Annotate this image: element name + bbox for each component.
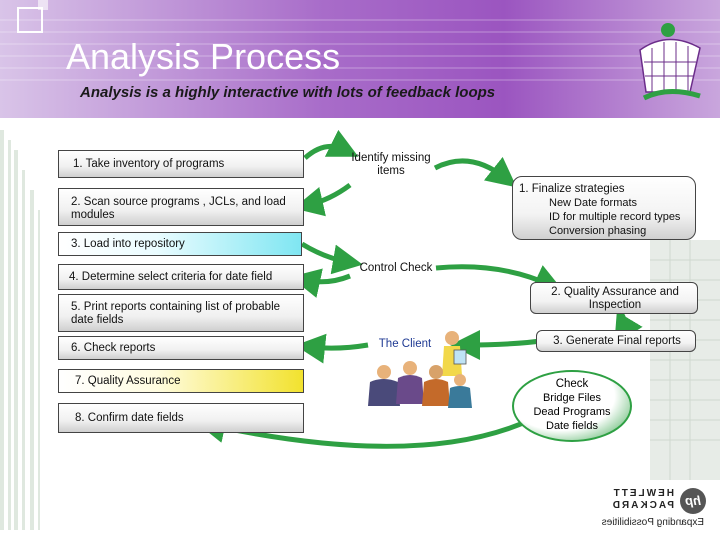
client-people-icon — [368, 331, 472, 408]
arrow-qa-to-finalreports — [614, 310, 643, 345]
finalize-item: Conversion phasing — [549, 225, 647, 237]
control-check-label: Control Check — [359, 262, 433, 274]
arrow-repository-to-control — [300, 241, 363, 275]
hp-tagline: Expanding Possibilities — [601, 517, 704, 528]
finalize-title: 1. Finalize strategies — [519, 183, 625, 195]
step-label: 1. Take inventory of programs — [73, 158, 225, 170]
globe-grid-icon — [639, 23, 701, 101]
arrow-check-loop-to-confirm — [195, 413, 532, 449]
step-label: 2. Scan source programs , JCLs, and load… — [71, 196, 286, 221]
step-quality-assurance[interactable]: 7. Quality Assurance — [58, 369, 304, 393]
step-label: 4. Determine select criteria for date fi… — [69, 271, 273, 283]
arrow-control-to-criteria — [290, 268, 351, 298]
arrow-identify-to-scan — [293, 182, 352, 217]
client-label: The Client — [378, 338, 432, 350]
corner-square-icon — [17, 7, 43, 33]
quality-assurance-inspection-box[interactable]: 2. Quality Assurance and Inspection — [530, 282, 698, 314]
arrow-inventory-to-identify — [303, 129, 359, 160]
hp-mark-icon: hp — [680, 488, 706, 514]
page-subtitle: Analysis is a highly interactive with lo… — [80, 84, 496, 101]
header-banner — [0, 0, 720, 118]
finalize-item: New Date formats — [549, 197, 638, 209]
step-select-criteria[interactable]: 4. Determine select criteria for date fi… — [58, 264, 304, 290]
step-label: 7. Quality Assurance — [75, 375, 181, 387]
identify-missing-items: Identify missing items — [351, 152, 431, 177]
step-confirm-date-fields[interactable]: 8. Confirm date fields — [58, 403, 304, 433]
step-scan-source[interactable]: 2. Scan source programs , JCLs, and load… — [58, 188, 304, 226]
final-reports-box[interactable]: 3. Generate Final reports — [536, 330, 696, 352]
arrow-control-to-qa — [435, 264, 564, 293]
final-reports-label: 3. Generate Final reports — [553, 335, 681, 347]
step-label: 3. Load into repository — [71, 238, 185, 250]
page-title: Analysis Process — [66, 36, 341, 77]
step-label: 5. Print reports containing list of prob… — [71, 301, 281, 326]
check-item: Bridge Files — [542, 392, 602, 404]
hp-logo: hp HEWLETT PACKARD Expanding Possibiliti… — [600, 488, 706, 530]
step-check-reports[interactable]: 6. Check reports — [58, 336, 304, 360]
finalize-strategies-box[interactable]: 1. Finalize strategies New Date formats … — [512, 176, 696, 240]
check-item: Dead Programs — [533, 406, 611, 418]
arrow-identify-to-finalize — [433, 156, 517, 188]
step-label: 6. Check reports — [71, 342, 156, 354]
arrow-client-to-check — [295, 333, 369, 364]
finalize-item: ID for multiple record types — [549, 211, 681, 223]
step-print-reports[interactable]: 5. Print reports containing list of prob… — [58, 294, 304, 332]
check-item: Date fields — [546, 420, 598, 432]
step-take-inventory[interactable]: 1. Take inventory of programs — [58, 150, 304, 178]
check-title: Check — [555, 378, 589, 390]
step-load-repository[interactable]: 3. Load into repository — [58, 232, 302, 256]
hp-brand: HEWLETT PACKARD — [610, 488, 674, 511]
qa-label: 2. Quality Assurance and Inspection — [551, 286, 679, 311]
check-ellipse[interactable]: Check Bridge Files Dead Programs Date fi… — [512, 370, 632, 442]
step-label: 8. Confirm date fields — [75, 412, 184, 424]
